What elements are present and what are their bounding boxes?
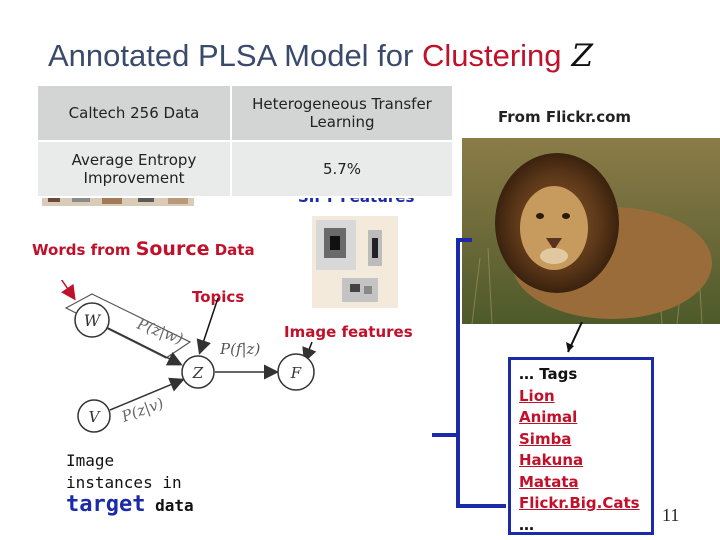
tag-link[interactable]: Animal (519, 408, 578, 426)
node-v-circle (77, 399, 111, 433)
table-cell: Caltech 256 Data (36, 84, 232, 142)
title-symbol: Z (571, 38, 594, 74)
tag-link[interactable]: Flickr.Big.Cats (519, 494, 640, 512)
page-number: 11 (662, 505, 680, 525)
edge-w-z (107, 327, 183, 366)
table-cell: Heterogeneous Transfer Learning (230, 84, 454, 142)
plsa-model-diagram: W P(z|w) Z P(f|z) F V P(z|v) (60, 280, 317, 433)
tags-title: … Tags (519, 365, 578, 383)
prob-fz-label: P(f|z) (219, 340, 260, 358)
edge-v-z (109, 377, 185, 411)
table-cell: 5.7% (230, 140, 454, 198)
node-w-label: W (84, 311, 102, 330)
tag-link[interactable]: Matata (519, 472, 579, 491)
tag-pointer-arrow (566, 321, 583, 353)
tags-box: … Tags Lion Animal Simba Hakuna Matata F… (508, 357, 654, 535)
instances-emphasis: target (66, 492, 146, 517)
source-label: From Flickr.com (498, 108, 632, 126)
title-text: Annotated PLSA Model for (48, 38, 422, 73)
words-from-source-label: Words from Source Data (32, 238, 255, 260)
words-prefix: Words from (32, 241, 136, 259)
tags-bracket (432, 238, 506, 508)
stats-table: Caltech 256 Data Heterogeneous Transfer … (36, 84, 454, 198)
node-z-circle (181, 355, 215, 389)
instances-suffix: data (155, 496, 194, 515)
tag-link[interactable]: Simba (519, 429, 572, 448)
slide-title: Annotated PLSA Model for Clustering Z (48, 38, 593, 74)
words-emphasis: Source (135, 238, 210, 260)
prob-zv-label: P(z|v) (118, 394, 166, 426)
node-f-circle (277, 353, 315, 391)
instances-line-1: Image (66, 451, 115, 470)
lion-photo (462, 138, 720, 324)
image-instances-label: Image instances in target data (66, 450, 194, 517)
table-row: Average Entropy Improvement 5.7% (36, 140, 454, 198)
tag-link[interactable]: Hakuna (519, 451, 584, 469)
words-plate (64, 293, 192, 359)
instances-line-2: instances in (66, 473, 182, 492)
topics-pointer-arrow (196, 297, 219, 355)
words-suffix: Data (209, 241, 255, 259)
sift-patches-image (312, 216, 398, 308)
tag-link[interactable]: Lion (519, 386, 555, 405)
topics-label: Topics (192, 288, 245, 306)
node-v-label: V (89, 408, 102, 426)
sift-features-label: SIFT Features (298, 188, 415, 206)
tags-more: … (519, 515, 534, 534)
node-z-label: Z (192, 364, 204, 382)
node-f-label: F (290, 364, 302, 382)
table-cell: Average Entropy Improvement (36, 140, 232, 198)
title-accent: Clustering (421, 38, 562, 73)
table-row: Caltech 256 Data Heterogeneous Transfer … (36, 84, 454, 142)
image-features-label: Image features (284, 323, 413, 341)
node-w-circle (74, 302, 110, 338)
words-pointer-arrow (60, 280, 76, 301)
prob-zw-label: P(z|w) (134, 315, 186, 349)
